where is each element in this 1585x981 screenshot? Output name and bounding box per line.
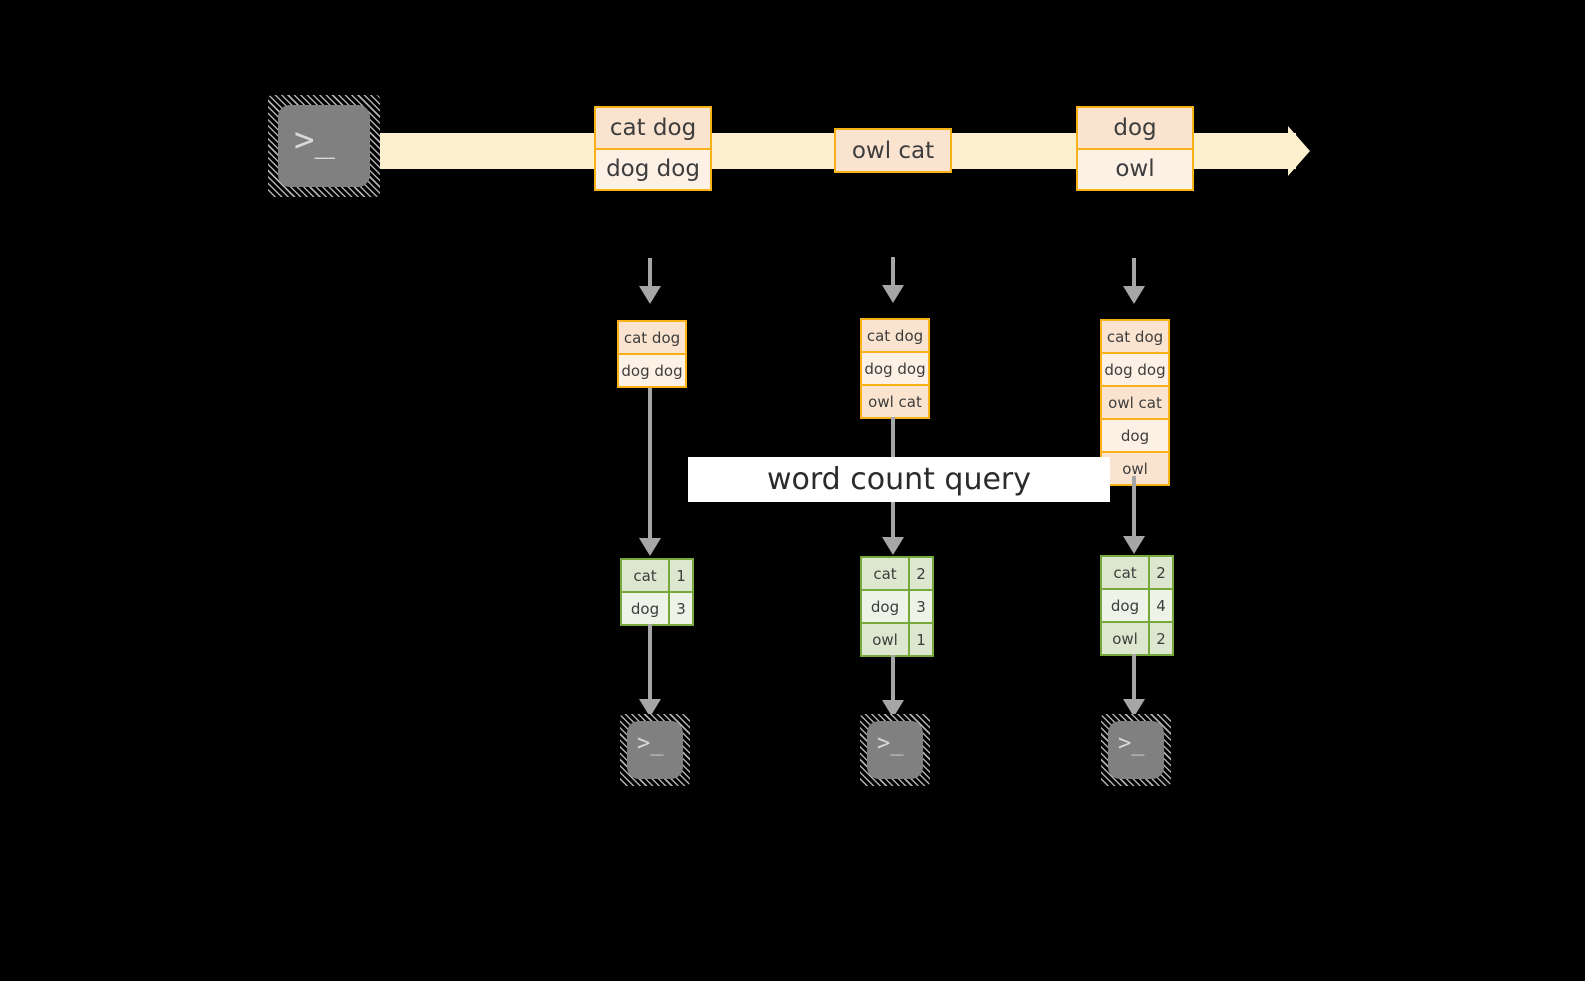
stream-event-3: dog owl — [1076, 106, 1194, 191]
terminal-screen — [1108, 721, 1164, 779]
result-table-2: cat 2 dog 3 owl 1 — [860, 556, 934, 657]
snapshot-line: dog dog — [619, 353, 685, 386]
terminal-prompt-glyph: >_ — [294, 120, 335, 160]
table-row: cat 2 — [862, 558, 932, 589]
result-count: 3 — [908, 591, 932, 622]
result-word: cat — [1102, 557, 1148, 588]
table-row: dog 4 — [1102, 588, 1172, 621]
result-count: 2 — [908, 558, 932, 589]
result-word: dog — [862, 591, 908, 622]
sink-connector-3 — [1132, 654, 1136, 699]
result-word: dog — [1102, 590, 1148, 621]
stream-event-2: owl cat — [834, 128, 952, 173]
feed-dash-segment-1 — [648, 258, 652, 288]
result-table-3: cat 2 dog 4 owl 2 — [1100, 555, 1174, 656]
sink-terminal-icon-1[interactable]: >_ — [620, 714, 690, 786]
query-arrow-head-1 — [639, 538, 661, 556]
sink-arrow-head-1 — [639, 699, 661, 717]
query-connector-1 — [648, 388, 652, 538]
stream-event-line: owl cat — [836, 130, 950, 171]
snapshot-stack-1: cat dog dog dog — [617, 320, 687, 388]
feed-arrow-head-1 — [639, 286, 661, 304]
stream-arrow-head — [1288, 126, 1310, 176]
sink-connector-2 — [891, 655, 895, 700]
query-arrow-head-2 — [882, 537, 904, 555]
result-word: owl — [1102, 623, 1148, 654]
query-arrow-head-3 — [1123, 536, 1145, 554]
result-word: owl — [862, 624, 908, 655]
snapshot-line: owl cat — [1102, 385, 1168, 418]
terminal-screen — [627, 721, 683, 779]
query-connector-3 — [1132, 476, 1136, 536]
result-table-1: cat 1 dog 3 — [620, 558, 694, 626]
feed-arrow-head-2 — [882, 285, 904, 303]
table-row: cat 1 — [622, 560, 692, 591]
source-terminal-icon[interactable]: >_ — [268, 95, 380, 197]
result-word: dog — [622, 593, 668, 624]
result-count: 1 — [908, 624, 932, 655]
result-count: 3 — [668, 593, 692, 624]
table-row: owl 2 — [1102, 621, 1172, 654]
result-word: cat — [862, 558, 908, 589]
snapshot-line: cat dog — [862, 320, 928, 351]
terminal-screen — [278, 105, 370, 187]
snapshot-line: dog dog — [862, 351, 928, 384]
query-label: word count query — [688, 457, 1110, 502]
snapshot-line: dog dog — [1102, 352, 1168, 385]
sink-terminal-icon-3[interactable]: >_ — [1101, 714, 1171, 786]
table-row: cat 2 — [1102, 557, 1172, 588]
sink-arrow-head-2 — [882, 700, 904, 718]
stream-event-line: dog — [1078, 108, 1192, 148]
result-word: cat — [622, 560, 668, 591]
terminal-prompt-glyph: >_ — [877, 731, 904, 756]
result-count: 2 — [1148, 557, 1172, 588]
terminal-prompt-glyph: >_ — [1118, 731, 1145, 756]
feed-arrow-head-3 — [1123, 286, 1145, 304]
terminal-prompt-glyph: >_ — [637, 731, 664, 756]
result-count: 1 — [668, 560, 692, 591]
result-count: 4 — [1148, 590, 1172, 621]
table-row: dog 3 — [622, 591, 692, 624]
sink-arrow-head-3 — [1123, 699, 1145, 717]
table-row: owl 1 — [862, 622, 932, 655]
snapshot-line: dog — [1102, 418, 1168, 451]
stream-event-line: dog dog — [596, 147, 710, 189]
snapshot-line: cat dog — [619, 322, 685, 353]
feed-dash-segment-3 — [1132, 258, 1136, 288]
snapshot-stack-2: cat dog dog dog owl cat — [860, 318, 930, 419]
result-count: 2 — [1148, 623, 1172, 654]
snapshot-line: cat dog — [1102, 321, 1168, 352]
feed-dash-segment-2 — [891, 257, 895, 287]
terminal-screen — [867, 721, 923, 779]
stream-event-line: owl — [1078, 147, 1192, 189]
stream-event-line: cat dog — [596, 108, 710, 148]
snapshot-stack-3: cat dog dog dog owl cat dog owl — [1100, 319, 1170, 486]
sink-connector-1 — [648, 624, 652, 699]
sink-terminal-icon-2[interactable]: >_ — [860, 714, 930, 786]
snapshot-line: owl cat — [862, 384, 928, 417]
stream-event-1: cat dog dog dog — [594, 106, 712, 191]
table-row: dog 3 — [862, 589, 932, 622]
